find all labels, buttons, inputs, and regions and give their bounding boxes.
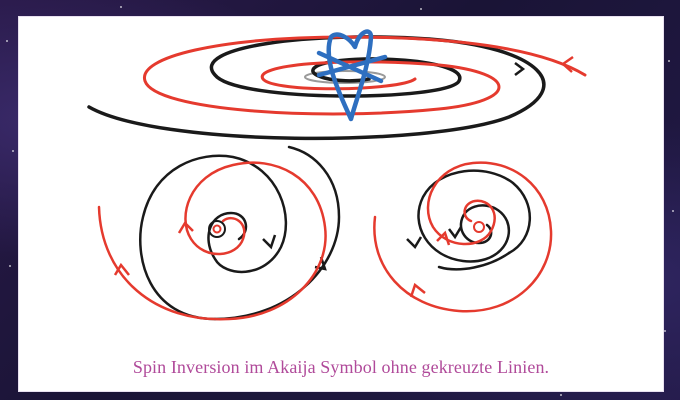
- right-center-circle: [473, 221, 485, 233]
- left-center-circle-inner: [212, 224, 222, 234]
- left-black-outer-loop: [213, 145, 341, 321]
- left-red-arrow-inner: [177, 220, 194, 234]
- star-decoration: [6, 40, 8, 42]
- star-decoration: [120, 6, 122, 8]
- left-red-arrow-outer: [113, 262, 130, 276]
- left-black-arrow-inner: [262, 234, 277, 250]
- diagram-panel: Spin Inversion im Akaija Symbol ohne gek…: [18, 16, 664, 392]
- right-black-arrow: [406, 236, 423, 250]
- left-red-spiral: [97, 161, 327, 321]
- top-red-spiral: [143, 35, 587, 116]
- right-red-spiral: [373, 161, 553, 313]
- left-black-spiral: [139, 154, 288, 321]
- top-black-arrow: [514, 62, 526, 76]
- star-decoration: [12, 150, 14, 152]
- star-decoration: [664, 330, 666, 332]
- spin-inversion-diagram: [87, 29, 587, 321]
- right-black-arrow-inner: [448, 226, 463, 240]
- star-decoration: [560, 394, 562, 396]
- star-decoration: [9, 265, 11, 267]
- inner-gray-ellipse: [304, 70, 386, 84]
- right-black-spiral: [417, 169, 531, 263]
- top-red-arrow: [560, 55, 574, 73]
- right-red-arrow-outer: [409, 282, 426, 298]
- star-decoration: [420, 8, 422, 10]
- star-decoration: [672, 210, 674, 212]
- bottom-right-spirals: [373, 161, 553, 313]
- diagram-caption: Spin Inversion im Akaija Symbol ohne gek…: [132, 357, 550, 377]
- left-center-circle: [208, 220, 226, 238]
- akaija-symbol: [316, 29, 388, 122]
- top-elliptical-spirals: [87, 29, 587, 141]
- star-decoration: [668, 60, 670, 62]
- right-red-arrow-inner: [436, 230, 451, 246]
- bottom-left-spirals: [97, 145, 341, 321]
- right-black-tail: [437, 251, 511, 271]
